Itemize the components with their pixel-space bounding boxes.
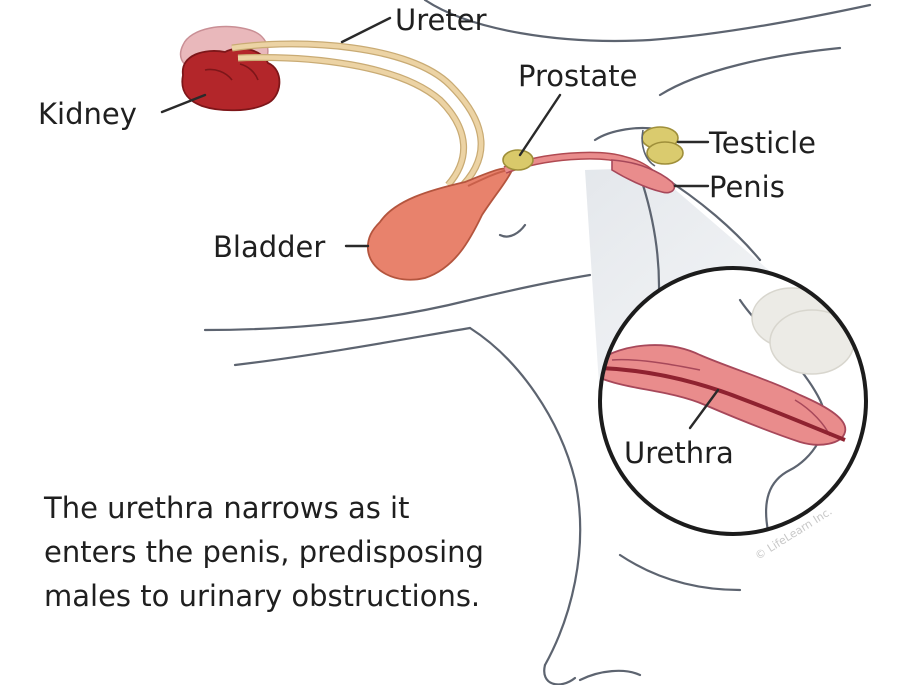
- prostate: [502, 149, 534, 171]
- caption-line-2: enters the penis, predisposing: [44, 535, 484, 569]
- label-prostate: Prostate: [518, 59, 637, 93]
- label-ureter: Ureter: [395, 3, 487, 37]
- label-testicle: Testicle: [708, 126, 816, 160]
- testicle: [641, 126, 684, 167]
- penis-magnified: [600, 344, 847, 446]
- penis: [611, 159, 676, 194]
- magnified-view: [598, 266, 868, 536]
- caption-line-3: males to urinary obstructions.: [44, 579, 480, 613]
- label-bladder: Bladder: [213, 230, 325, 264]
- label-urethra: Urethra: [624, 436, 734, 470]
- caption: The urethra narrows as it enters the pen…: [43, 491, 484, 613]
- caption-line-1: The urethra narrows as it: [43, 491, 410, 525]
- bladder: [367, 167, 514, 281]
- ureter: [231, 40, 485, 193]
- urethra-line: [600, 366, 846, 442]
- leader-lines: [160, 16, 720, 430]
- label-penis: Penis: [709, 170, 785, 204]
- label-kidney: Kidney: [38, 97, 137, 131]
